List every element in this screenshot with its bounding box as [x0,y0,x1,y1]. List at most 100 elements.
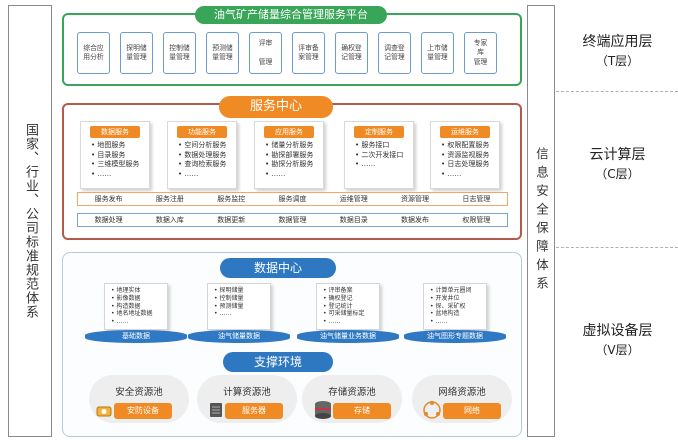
data-item: 预测储量 [214,303,270,311]
strip-item[interactable]: 运维管理 [340,194,368,204]
strip-item[interactable]: 数据更新 [217,215,245,225]
data-item: 可采储量标定 [323,310,379,318]
layer-label-virtual: 虚拟设备层 （V层） [560,322,675,360]
data-item: 影像数据 [111,295,167,303]
data-card[interactable]: 探明储量 控制储量 预测储量 …… [207,283,271,330]
strip-item[interactable]: 权限管理 [462,215,490,225]
data-item: …… [111,318,167,326]
pool-device-badge: 安防设备 [114,403,172,419]
app-card[interactable]: 探明储 量管理 [120,32,153,74]
data-item: 地理实体 [111,287,167,295]
pool-device-badge: 网络 [443,403,501,419]
app-card[interactable]: 评审 管理 [249,32,282,74]
service-card-head: 运维服务 [440,126,490,138]
service-item: 资源监视服务 [441,151,499,161]
app-card[interactable]: 专家 库 管理 [464,32,497,74]
service-management-strip: 服务发布 服务注册 服务监控 服务调度 运维管理 资源管理 日志管理 [77,192,508,206]
layer-separator [556,91,678,92]
data-item: 开发井位 [430,295,486,303]
pool-label: 存储资源池 [312,384,392,398]
service-card[interactable]: 应用服务 储量分析服务 勘探部署服务 勘探分析服务 …… [254,121,324,189]
data-card[interactable]: 计算单元圈闭 开发井位 探、采矿权 盆地构造 …… [423,283,487,330]
data-center-title: 数据中心 [220,258,336,278]
data-item: …… [430,318,486,326]
service-item: 目录服务 [91,151,149,161]
app-card[interactable]: 控制储 量管理 [163,32,196,74]
service-card[interactable]: 运维服务 权限配置服务 资源监视服务 日志处理服务 …… [430,121,500,189]
service-card[interactable]: 数据服务 地图服务 目录服务 三维模型服务 …… [80,121,150,189]
strip-item[interactable]: 服务监控 [217,194,245,204]
strip-item[interactable]: 数据入库 [156,215,184,225]
service-card-head: 数据服务 [90,126,140,138]
pool-device-badge: 存储 [333,403,391,419]
data-item: 控制储量 [214,295,270,303]
data-item: …… [323,318,379,326]
service-item: 数据处理服务 [178,151,236,161]
service-item: …… [91,170,149,180]
standards-column-text: 国家、行业、公司标准规范体系 [9,6,51,436]
service-item: 查询检索服务 [178,160,236,170]
app-card[interactable]: 调查登 记管理 [378,32,411,74]
database-label: 油气储量业务数据 [297,330,399,343]
service-item: 权限配置服务 [441,141,499,151]
strip-item[interactable]: 资源管理 [401,194,429,204]
service-card-head: 功能服务 [177,126,227,138]
pool-label: 安全资源池 [99,384,179,398]
strip-item[interactable]: 服务发布 [95,194,123,204]
security-column-text: 信息安全保障体系 [528,6,554,436]
camera-icon [96,404,112,418]
data-item: …… [214,310,270,318]
server-icon [208,402,224,418]
app-card[interactable]: 确权登 记管理 [335,32,368,74]
database-label: 油气储量数据 [188,330,290,343]
data-card[interactable]: 地理实体 影像数据 构造数据 地名地址数据 …… [104,283,168,330]
database-label: 基础数据 [85,330,187,343]
service-card[interactable]: 定制服务 服务接口 二次开发接口 …… [344,121,414,189]
app-card[interactable]: 预测储 量管理 [206,32,239,74]
service-item: …… [178,170,236,180]
data-item: 计算单元圈闭 [430,287,486,295]
app-card[interactable]: 综合应 用分析 [77,32,110,74]
service-item: 三维模型服务 [91,160,149,170]
strip-item[interactable]: 服务调度 [278,194,306,204]
platform-title: 油气矿产储量综合管理服务平台 [195,6,387,24]
service-card-head: 应用服务 [264,126,314,138]
data-card[interactable]: 评审备案 确权登记 登记统计 可采储量标定 …… [316,283,380,330]
pool-label: 网络资源池 [422,384,502,398]
service-card[interactable]: 功能服务 空间分析服务 数据处理服务 查询检索服务 …… [167,121,237,189]
app-card[interactable]: 评审备 案管理 [292,32,325,74]
service-item: …… [441,170,499,180]
layer-label-terminal: 终端应用层 （T层） [560,33,675,71]
service-item: 勘探分析服务 [265,160,323,170]
network-icon [422,400,442,420]
service-item: 二次开发接口 [355,151,413,161]
standards-column: 国家、行业、公司标准规范体系 [8,5,52,437]
strip-item[interactable]: 服务注册 [156,194,184,204]
service-item: 日志处理服务 [441,160,499,170]
data-management-strip: 数据处理 数据入库 数据更新 数据管理 数据目录 数据发布 权限管理 [77,213,508,227]
data-item: 盆地构造 [430,310,486,318]
strip-item[interactable]: 日志管理 [462,194,490,204]
service-item: 储量分析服务 [265,141,323,151]
service-item: …… [355,160,413,170]
service-item: 空间分析服务 [178,141,236,151]
service-card-head: 定制服务 [354,126,404,138]
strip-item[interactable]: 数据目录 [340,215,368,225]
data-item: 评审备案 [323,287,379,295]
storage-icon [314,400,332,420]
app-card[interactable]: 上市储 量管理 [421,32,454,74]
layer-separator [556,247,678,248]
strip-item[interactable]: 数据管理 [278,215,306,225]
support-environment-title: 支撑环境 [223,352,333,372]
pool-label: 计算资源池 [207,384,287,398]
data-item: 确权登记 [323,295,379,303]
service-center-title: 服务中心 [219,96,333,118]
data-item: 地名地址数据 [111,310,167,318]
layer-label-cloud: 云计算层 （C层） [560,146,675,184]
security-column: 信息安全保障体系 [527,5,555,437]
service-item: 服务接口 [355,141,413,151]
strip-item[interactable]: 数据处理 [95,215,123,225]
service-item: 地图服务 [91,141,149,151]
strip-item[interactable]: 数据发布 [401,215,429,225]
data-item: 探明储量 [214,287,270,295]
